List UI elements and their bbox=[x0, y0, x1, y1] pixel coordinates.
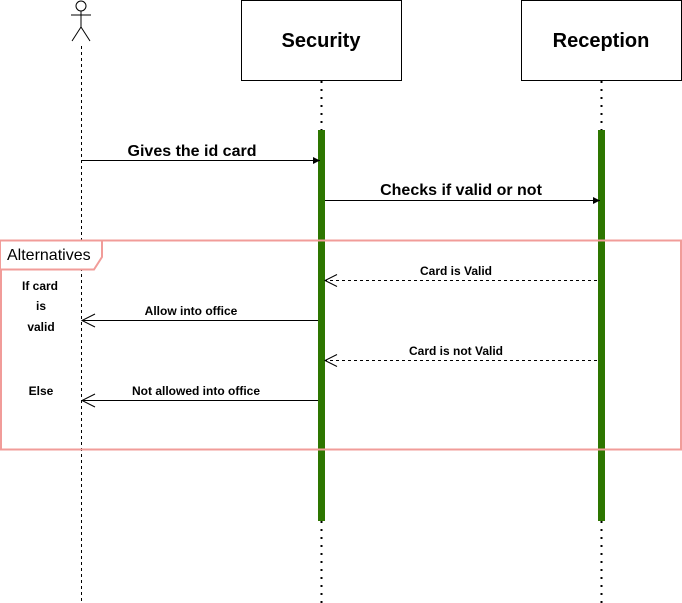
message-label: Card is not Valid bbox=[409, 344, 503, 358]
alt-fragment-title: Alternatives bbox=[7, 247, 91, 264]
message-card-valid: Card is Valid bbox=[323, 264, 597, 287]
guard-line: is bbox=[36, 299, 46, 313]
message-label: Checks if valid or not bbox=[380, 182, 542, 199]
message-not-allowed-office: Not allowed into office bbox=[80, 384, 318, 408]
message-checks-valid: Checks if valid or not bbox=[325, 182, 600, 204]
message-label: Allow into office bbox=[145, 304, 238, 318]
actor-icon bbox=[71, 0, 91, 42]
message-allow-office: Allow into office bbox=[80, 304, 318, 328]
participant-reception-label: Reception bbox=[553, 30, 650, 52]
guard-line: If card bbox=[22, 279, 58, 293]
message-gives-id-card: Gives the id card bbox=[81, 143, 320, 164]
security-activation-bar bbox=[318, 130, 325, 521]
guard-else: Else bbox=[29, 384, 54, 398]
message-card-not-valid: Card is not Valid bbox=[323, 344, 597, 367]
alt-fragment: Alternatives bbox=[0, 239, 682, 451]
message-label: Card is Valid bbox=[420, 264, 492, 278]
participant-reception: Reception bbox=[521, 0, 682, 81]
reception-activation-bar bbox=[598, 130, 605, 521]
participant-security: Security bbox=[241, 0, 402, 81]
message-label: Gives the id card bbox=[128, 143, 257, 160]
message-label: Not allowed into office bbox=[132, 384, 260, 398]
guard-line: valid bbox=[27, 320, 54, 334]
participant-security-label: Security bbox=[282, 30, 362, 52]
guard-if-valid: If card is valid bbox=[22, 279, 58, 334]
